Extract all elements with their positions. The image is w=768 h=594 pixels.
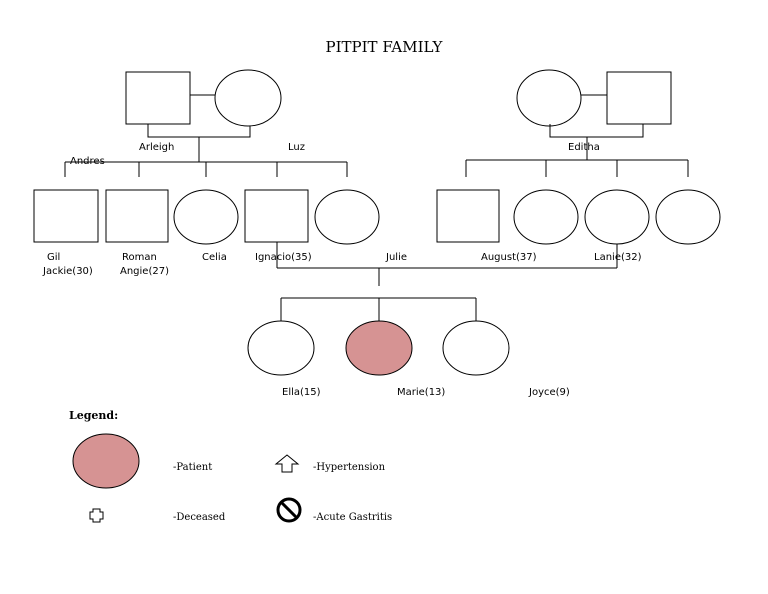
legend-heading: Legend:: [69, 409, 118, 422]
deceased-icon: [89, 508, 104, 523]
label-luz: Luz: [288, 142, 305, 153]
female-sibling-symbol: [655, 189, 721, 245]
couple-bracket-right: [549, 124, 644, 138]
grandfather-left-symbol: [125, 71, 191, 125]
label-joyce: Joyce(9): [528, 387, 570, 398]
hypertension-arrow-icon: [274, 454, 300, 473]
label-august: August(37): [481, 252, 537, 263]
label-ella: Ella(15): [282, 387, 321, 398]
label-editha: Editha: [568, 142, 600, 153]
label-jackie: Jackie(30): [42, 266, 93, 277]
label-celia: Celia: [202, 252, 227, 263]
female-sibling-symbol: [513, 189, 579, 245]
grandmother-right-symbol: [516, 69, 582, 127]
grandfather-right-symbol: [606, 71, 672, 125]
lanie-symbol: [584, 189, 650, 245]
ignacio-symbol: [244, 189, 309, 243]
page-title: PITPIT FAMILY: [326, 38, 444, 56]
label-julie: Julie: [385, 252, 407, 263]
label-arleigh: Arleigh: [139, 142, 174, 153]
patient-icon: [72, 433, 140, 489]
label-marie: Marie(13): [397, 387, 445, 398]
acute-gastritis-icon: [276, 497, 302, 523]
roman-symbol: [105, 189, 169, 243]
grandmother-left-symbol: [214, 69, 282, 127]
joyce-symbol: [442, 320, 510, 376]
julie-symbol: [314, 189, 380, 245]
legend-hypertension-label: -Hypertension: [313, 462, 386, 473]
couple-bracket-left: [147, 124, 251, 138]
gil-symbol: [33, 189, 99, 243]
label-lanie: Lanie(32): [594, 252, 642, 263]
label-roman: Roman: [122, 252, 157, 263]
legend-patient-label: -Patient: [173, 462, 212, 473]
label-ignacio: Ignacio(35): [255, 252, 312, 263]
celia-symbol: [173, 189, 239, 245]
label-angie: Angie(27): [120, 266, 169, 277]
legend-gastritis-label: -Acute Gastritis: [313, 512, 392, 523]
label-andres: Andres: [70, 156, 105, 167]
label-gil: Gil: [47, 252, 60, 263]
august-symbol: [436, 189, 500, 243]
legend-deceased-label: -Deceased: [173, 512, 226, 523]
marie-patient-symbol: [345, 320, 413, 376]
ella-symbol: [247, 320, 315, 376]
